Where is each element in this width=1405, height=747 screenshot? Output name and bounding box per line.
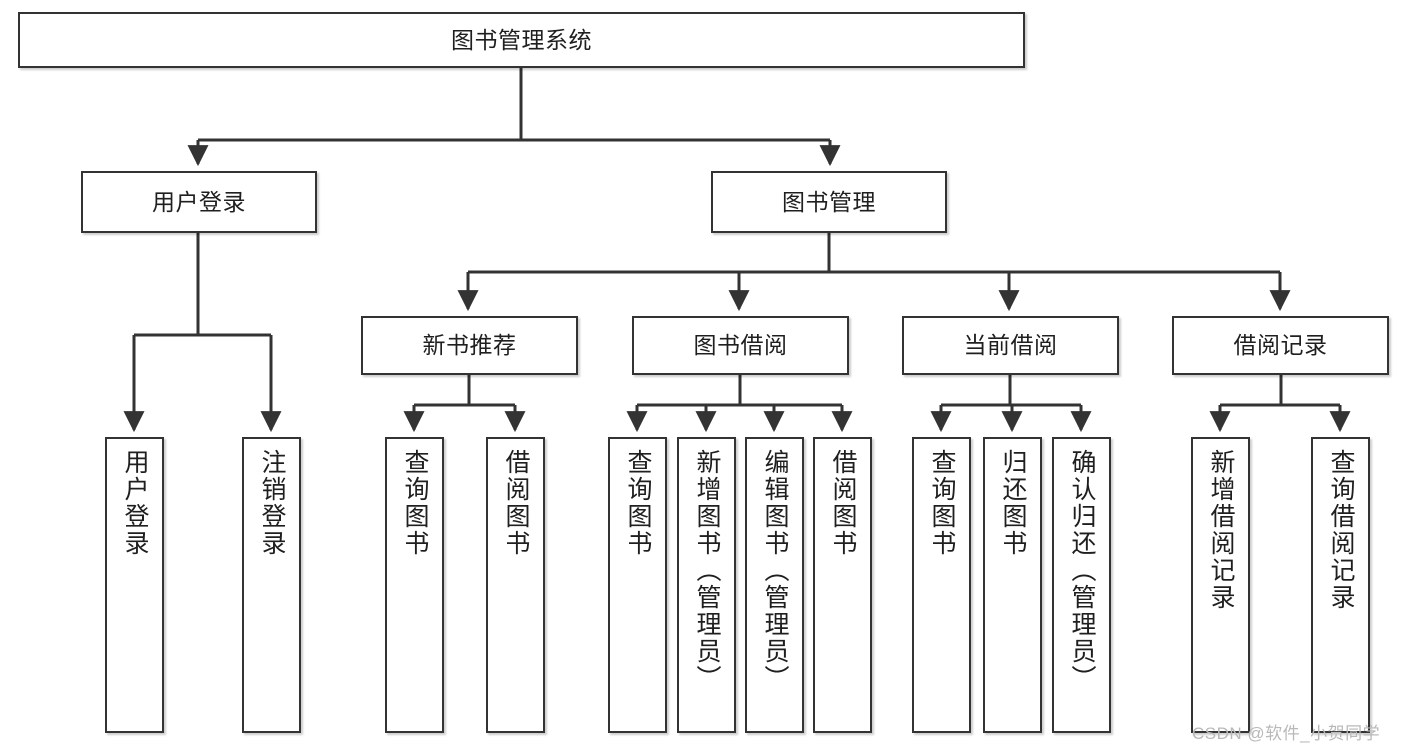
node-leaf-query-book-bb[interactable]: 查询图书	[608, 437, 667, 733]
node-user-login[interactable]: 用户登录	[81, 171, 317, 233]
node-leaf-add-record-label: 新增借阅记录	[1207, 449, 1235, 611]
node-new-book-rec[interactable]: 新书推荐	[361, 316, 578, 375]
node-borrow-record[interactable]: 借阅记录	[1172, 316, 1389, 375]
node-leaf-edit-book[interactable]: 编辑图书（管理员）	[745, 437, 804, 733]
node-leaf-add-book-label: 新增图书（管理员）	[693, 449, 721, 692]
csdn-watermark: CSDN @软件_小贺同学	[1192, 724, 1381, 743]
node-leaf-user-logout-label: 注销登录	[258, 449, 286, 557]
node-leaf-query-book-rec-label: 查询图书	[401, 449, 429, 557]
node-leaf-user-login-label: 用户登录	[121, 449, 149, 557]
node-leaf-return-book-label: 归还图书	[999, 449, 1027, 557]
node-leaf-user-logout[interactable]: 注销登录	[242, 437, 301, 733]
node-user-login-label: 用户登录	[152, 188, 246, 215]
node-leaf-query-book-cb-label: 查询图书	[928, 449, 956, 557]
node-current-borrow[interactable]: 当前借阅	[902, 316, 1119, 375]
node-root[interactable]: 图书管理系统	[18, 12, 1025, 68]
node-book-borrow[interactable]: 图书借阅	[632, 316, 849, 375]
node-new-book-rec-label: 新书推荐	[422, 332, 517, 359]
node-leaf-borrow-book-bb-label: 借阅图书	[829, 449, 857, 557]
node-root-label: 图书管理系统	[451, 26, 592, 53]
node-leaf-borrow-book-rec[interactable]: 借阅图书	[486, 437, 545, 733]
node-current-borrow-label: 当前借阅	[963, 332, 1058, 359]
node-leaf-add-record[interactable]: 新增借阅记录	[1191, 437, 1250, 733]
node-leaf-borrow-book-rec-label: 借阅图书	[502, 449, 530, 557]
node-leaf-confirm-return[interactable]: 确认归还（管理员）	[1052, 437, 1111, 733]
node-borrow-record-label: 借阅记录	[1233, 332, 1328, 359]
node-book-borrow-label: 图书借阅	[693, 332, 788, 359]
node-leaf-edit-book-label: 编辑图书（管理员）	[761, 449, 789, 692]
node-leaf-user-login[interactable]: 用户登录	[105, 437, 164, 733]
node-leaf-borrow-book-bb[interactable]: 借阅图书	[813, 437, 872, 733]
node-leaf-query-record-label: 查询借阅记录	[1327, 449, 1355, 611]
node-leaf-query-record[interactable]: 查询借阅记录	[1311, 437, 1370, 733]
node-leaf-query-book-rec[interactable]: 查询图书	[385, 437, 444, 733]
node-leaf-add-book[interactable]: 新增图书（管理员）	[677, 437, 736, 733]
node-leaf-query-book-cb[interactable]: 查询图书	[912, 437, 971, 733]
node-leaf-query-book-bb-label: 查询图书	[624, 449, 652, 557]
node-leaf-return-book[interactable]: 归还图书	[983, 437, 1042, 733]
node-book-manage[interactable]: 图书管理	[711, 171, 947, 233]
node-book-manage-label: 图书管理	[782, 188, 876, 215]
node-leaf-confirm-return-label: 确认归还（管理员）	[1068, 449, 1096, 692]
